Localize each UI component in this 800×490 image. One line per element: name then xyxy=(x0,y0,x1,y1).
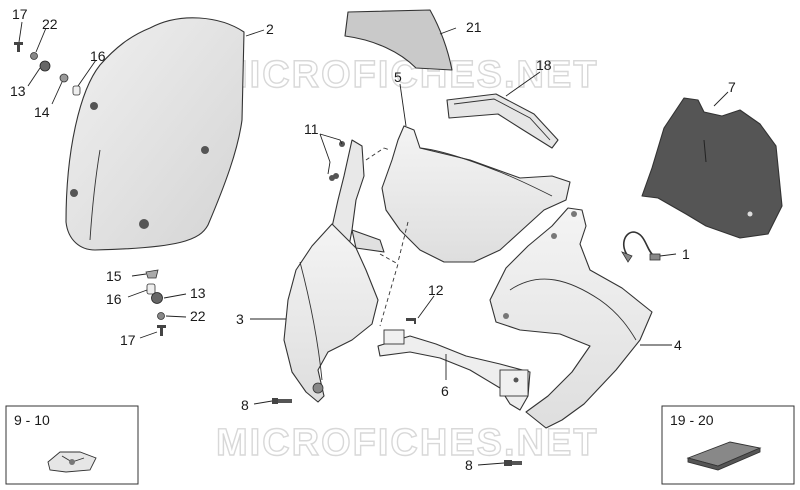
callout-17: 17 xyxy=(12,6,28,22)
screw-icon xyxy=(160,327,163,336)
windshield-mount-hole xyxy=(90,102,98,110)
callout-16: 16 xyxy=(90,48,106,64)
rubber-bush-icon xyxy=(59,73,69,83)
callout-7: 7 xyxy=(728,79,736,95)
inner-panel-part xyxy=(641,97,783,239)
callout-13: 13 xyxy=(10,83,26,99)
callout-16: 16 xyxy=(106,291,122,307)
washer-icon xyxy=(157,312,165,320)
inner-panel-slot xyxy=(703,139,707,163)
adhesive-pad-icon xyxy=(686,441,762,471)
side-panel-mount-hole xyxy=(551,233,557,239)
callout-11: 11 xyxy=(304,121,319,137)
windshield-part xyxy=(65,17,245,251)
callout-21: 21 xyxy=(466,19,482,35)
screw-8-left-icon xyxy=(272,398,292,404)
callout-18: 18 xyxy=(536,57,552,73)
spacer-icon xyxy=(72,85,81,96)
callout-6: 6 xyxy=(441,383,449,399)
instrument-frame-part xyxy=(446,93,559,149)
windshield-mount-hole xyxy=(70,189,78,197)
windshield-mount-hole xyxy=(201,146,209,154)
callout-5: 5 xyxy=(394,69,402,85)
callout-22: 22 xyxy=(42,16,58,32)
callout-22: 22 xyxy=(190,308,206,324)
callouts: 17 22 13 14 16 2 21 5 18 7 11 1 15 16 13… xyxy=(10,6,736,473)
watermark-top: MICROFICHES.NET xyxy=(216,54,599,96)
visor-panel-part xyxy=(344,9,453,71)
headlight-fairing-part xyxy=(381,125,571,263)
callout-3: 3 xyxy=(236,311,244,327)
inner-panel-hole xyxy=(747,211,753,217)
spacer-icon xyxy=(146,283,156,295)
inset-box-9-10: 9 - 10 xyxy=(5,405,139,485)
wiring-harness-part xyxy=(621,231,661,263)
clip-icon xyxy=(145,269,159,279)
inset-label-19-20: 19 - 20 xyxy=(670,412,714,428)
side-panel-mount-hole xyxy=(312,382,324,394)
inset-label-9-10: 9 - 10 xyxy=(14,412,50,428)
callout-1: 1 xyxy=(682,246,690,262)
nut-icon xyxy=(151,292,163,304)
windshield-hardware-lower xyxy=(145,269,166,336)
screw-8-bottom-icon xyxy=(504,460,522,466)
callout-17: 17 xyxy=(120,332,136,348)
callout-8: 8 xyxy=(465,457,473,473)
windshield-hardware-upper xyxy=(14,42,81,96)
washer-icon xyxy=(30,52,38,60)
callout-13: 13 xyxy=(190,285,206,301)
side-panel-mount-hole xyxy=(503,313,509,319)
screw-icon xyxy=(17,44,20,52)
right-side-fairing-part xyxy=(489,207,653,429)
speed-nut-icon xyxy=(47,451,97,473)
callout-4: 4 xyxy=(674,337,682,353)
inset-box-19-20: 19 - 20 xyxy=(661,405,795,485)
leader-lines xyxy=(18,21,729,466)
lower-bracket-part xyxy=(377,329,531,411)
callout-2: 2 xyxy=(266,21,274,37)
nut-icon xyxy=(39,60,51,72)
left-side-fairing-part xyxy=(283,223,379,403)
watermark-bottom: MICROFICHES.NET xyxy=(216,422,599,464)
callout-14: 14 xyxy=(34,104,50,120)
screw-12-icon xyxy=(406,318,416,324)
windshield-mount-hole xyxy=(139,219,149,229)
callout-12: 12 xyxy=(428,282,444,298)
callout-8: 8 xyxy=(241,397,249,413)
side-panel-mount-hole xyxy=(571,211,577,217)
callout-15: 15 xyxy=(106,268,122,284)
